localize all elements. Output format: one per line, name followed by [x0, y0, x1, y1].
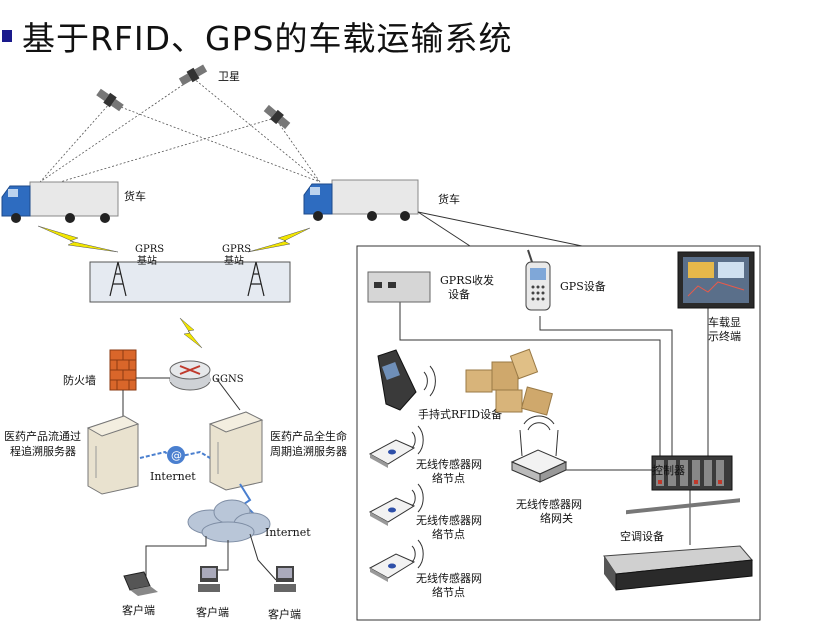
internal-links — [399, 300, 709, 545]
controller-icon — [651, 455, 733, 491]
server-right-label-b: 周期追溯服务器 — [270, 444, 347, 458]
cargo-boxes-icon — [465, 348, 554, 416]
satellite-icon — [96, 88, 124, 112]
gprs-station-label-2b: 基站 — [224, 254, 244, 267]
satellite-icon — [178, 64, 208, 86]
gateway-label-b: 络网关 — [540, 511, 573, 525]
internet-at-icon — [167, 446, 185, 464]
gateway-icon — [510, 415, 568, 483]
truck-label-1: 货车 — [124, 189, 146, 203]
client-label-1: 客户端 — [122, 603, 155, 617]
satellite-icon — [263, 104, 291, 130]
air-conditioner-icon — [603, 498, 754, 591]
vehicle-display-icon — [677, 251, 755, 309]
gprs-station-label-1a: GPRS — [135, 244, 164, 255]
sensor-node-2-label-b: 络节点 — [432, 527, 465, 541]
handheld-rfid-label: 手持式RFID设备 — [418, 407, 502, 421]
internet-label-2: Internet — [265, 526, 311, 539]
internet-label-1: Internet — [150, 470, 196, 483]
vehicle-display-label-b: 示终端 — [708, 329, 741, 343]
client-links — [145, 533, 277, 581]
gps-device-label: GPS设备 — [560, 279, 606, 293]
title-bullet — [2, 30, 12, 42]
gprs-station-label-1b: 基站 — [137, 254, 157, 267]
link-line — [417, 211, 583, 247]
truck-label-2: 货车 — [438, 192, 460, 206]
server-left-label-b: 程追溯服务器 — [10, 444, 76, 458]
gprs-transceiver-icon — [367, 271, 431, 303]
slide-title: 基于RFID、GPS的车载运输系统 — [0, 14, 512, 58]
vehicle-display-label-a: 车载显 — [708, 315, 741, 329]
sensor-node-3-label-b: 络节点 — [432, 585, 465, 599]
link-line — [215, 377, 241, 411]
sensor-node-2-label-a: 无线传感器网 — [416, 513, 482, 527]
sensor-node-1-label-b: 络节点 — [432, 471, 465, 485]
laptop-icon — [123, 571, 158, 596]
ggns-label: GGNS — [212, 374, 244, 385]
desktop-icon — [274, 566, 296, 592]
sensor-node-icon — [368, 425, 424, 468]
controller-label: 控制器 — [652, 463, 685, 477]
slide-title-text: 基于RFID、GPS的车载运输系统 — [22, 19, 513, 58]
router-icon — [169, 360, 211, 391]
server-icon — [208, 411, 264, 491]
link-line — [417, 211, 471, 247]
satellite-label: 卫星 — [218, 70, 240, 83]
client-label-2: 客户端 — [196, 605, 229, 619]
handheld-rfid-icon — [377, 349, 436, 411]
sensor-node-icon — [368, 483, 424, 526]
truck-icon — [1, 181, 119, 223]
satellite-links — [39, 77, 321, 183]
gps-device-icon — [525, 249, 551, 311]
server-icon — [86, 415, 140, 495]
server-left-label-a: 医药产品流通过 — [4, 429, 81, 443]
gprs-transceiver-label-a: GPRS收发 — [440, 273, 494, 287]
sensor-node-1-label-a: 无线传感器网 — [416, 457, 482, 471]
firewall-icon — [109, 349, 137, 391]
internet-link — [139, 450, 211, 460]
gateway-label-a: 无线传感器网 — [516, 497, 582, 511]
cell-tower-icon — [109, 261, 265, 297]
client-label-3: 客户端 — [268, 607, 301, 621]
server-right-label-a: 医药产品全生命 — [270, 429, 347, 443]
desktop-icon — [198, 566, 220, 592]
sensor-node-3-label-a: 无线传感器网 — [416, 571, 482, 585]
truck-icon — [303, 179, 419, 221]
gprs-station-label-2a: GPRS — [222, 244, 251, 255]
cloud-icon — [187, 499, 271, 543]
gprs-transceiver-label-b: 设备 — [448, 287, 470, 301]
at-symbol: @ — [171, 449, 182, 462]
ac-device-label: 空调设备 — [620, 529, 664, 543]
firewall-label: 防火墙 — [63, 373, 96, 387]
sensor-node-icon — [368, 539, 424, 582]
gprs-network-box — [89, 261, 291, 303]
